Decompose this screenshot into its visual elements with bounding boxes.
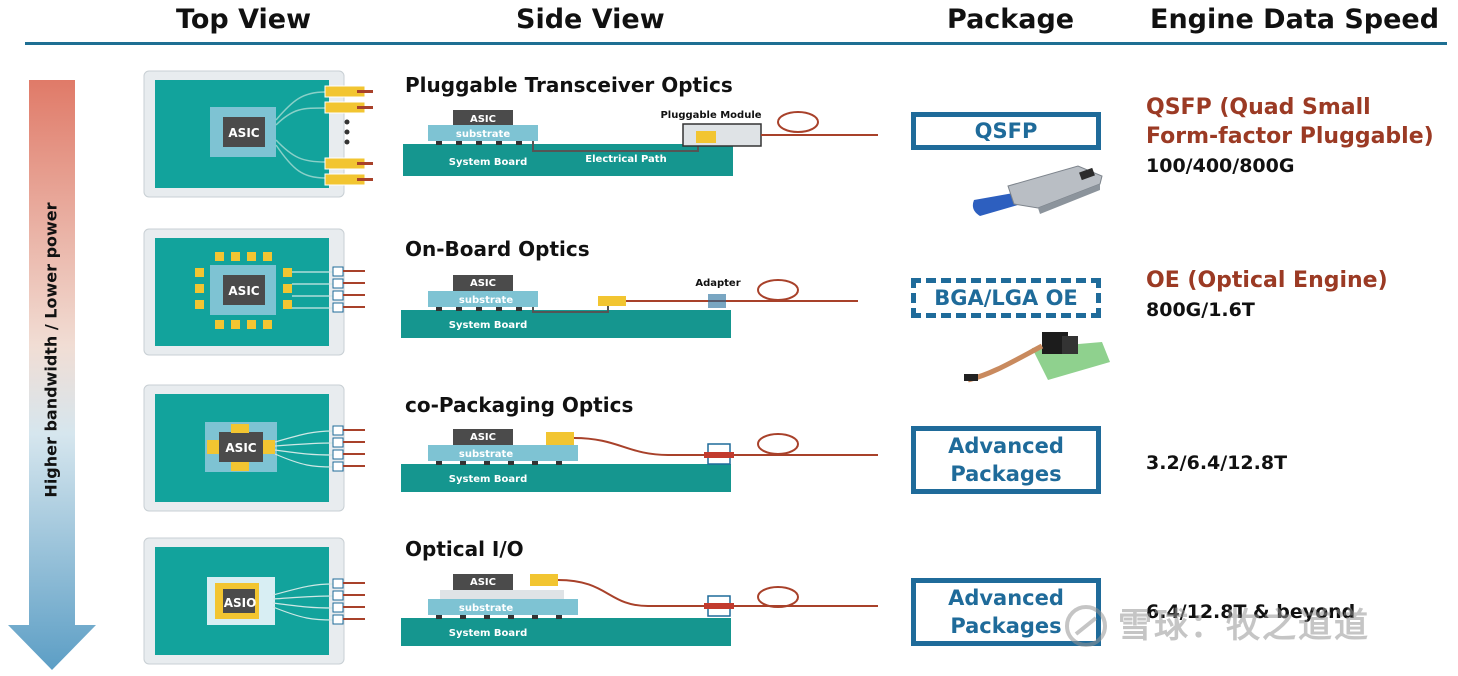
package-advanced-oio-line2: Packages — [950, 614, 1062, 638]
svg-text:substrate: substrate — [459, 449, 513, 460]
speed-name-qsfp-2: Form-factor Pluggable) — [1146, 124, 1434, 149]
speed-value-optical-io: 6.4/12.8T & beyond — [1146, 601, 1356, 623]
svg-text:ASIC: ASIC — [470, 432, 496, 443]
header-package: Package — [947, 4, 1075, 35]
svg-text:System Board: System Board — [449, 474, 527, 485]
side-view-on-board: ASIC substrate System Board Adapter — [401, 275, 858, 338]
package-bga-lga-label: BGA/LGA OE — [934, 286, 1078, 310]
top-view-optical-io: ASIO — [143, 537, 365, 665]
header-side-view: Side View — [516, 4, 665, 35]
package-bga-lga-oe: BGA/LGA OE — [911, 278, 1101, 318]
bandwidth-arrow — [8, 80, 96, 670]
side-board-label: System Board — [449, 157, 527, 168]
package-advanced-oio-line1: Advanced — [948, 586, 1064, 610]
svg-text:substrate: substrate — [459, 603, 513, 614]
optical-engine-image — [964, 332, 1110, 383]
speed-value-qsfp: 100/400/800G — [1146, 155, 1295, 177]
side-title-cpo: co-Packaging Optics — [405, 393, 634, 417]
side-substrate-label: substrate — [456, 129, 510, 140]
watermark-logo-icon — [1065, 605, 1107, 647]
package-qsfp: QSFP — [911, 112, 1101, 150]
package-advanced-cpo-line1: Advanced — [948, 434, 1064, 458]
adapter-label: Adapter — [695, 278, 740, 289]
speed-name-qsfp-1: QSFP (Quad Small — [1146, 95, 1371, 120]
svg-text:ASIO: ASIO — [224, 596, 257, 610]
top-view-pluggable: ASIC — [143, 70, 373, 198]
svg-text:ASIC: ASIC — [470, 278, 496, 289]
header-top-view: Top View — [176, 4, 312, 35]
side-view-cpo: ASIC substrate System Board — [401, 429, 878, 492]
svg-text:ASIC: ASIC — [225, 441, 256, 455]
package-advanced-cpo-line2: Packages — [950, 462, 1062, 486]
svg-text:System Board: System Board — [449, 628, 527, 639]
pluggable-module-label: Pluggable Module — [660, 110, 761, 121]
svg-text:System Board: System Board — [449, 320, 527, 331]
side-view-pluggable: ASIC substrate System Board Electrical P… — [403, 110, 878, 176]
svg-text:substrate: substrate — [459, 295, 513, 306]
side-title-pluggable: Pluggable Transceiver Optics — [405, 73, 733, 97]
side-asic-label: ASIC — [470, 114, 496, 125]
svg-text:ASIC: ASIC — [470, 577, 496, 588]
speed-value-cpo: 3.2/6.4/12.8T — [1146, 452, 1288, 474]
side-title-on-board: On-Board Optics — [405, 237, 590, 261]
speed-value-oe: 800G/1.6T — [1146, 299, 1255, 321]
top-asic-label: ASIC — [228, 126, 259, 140]
package-qsfp-label: QSFP — [974, 119, 1038, 143]
arrow-label: Higher bandwidth / Lower power — [41, 202, 61, 498]
qsfp-module-image — [972, 165, 1103, 216]
side-view-optical-io: ASIC substrate System Board — [401, 574, 878, 646]
header-divider — [25, 42, 1447, 45]
package-advanced-cpo: Advanced Packages — [911, 426, 1101, 494]
side-title-optical-io: Optical I/O — [405, 537, 524, 561]
header-engine-data-speed: Engine Data Speed — [1150, 4, 1440, 35]
speed-name-oe: OE (Optical Engine) — [1146, 268, 1388, 293]
top-view-on-board: ASIC — [143, 228, 365, 356]
top-view-cpo: ASIC — [143, 384, 365, 512]
svg-text:ASIC: ASIC — [228, 284, 259, 298]
electrical-path-label: Electrical Path — [585, 154, 666, 165]
watermark-text: 雪球：牧之道道 — [1118, 606, 1370, 646]
